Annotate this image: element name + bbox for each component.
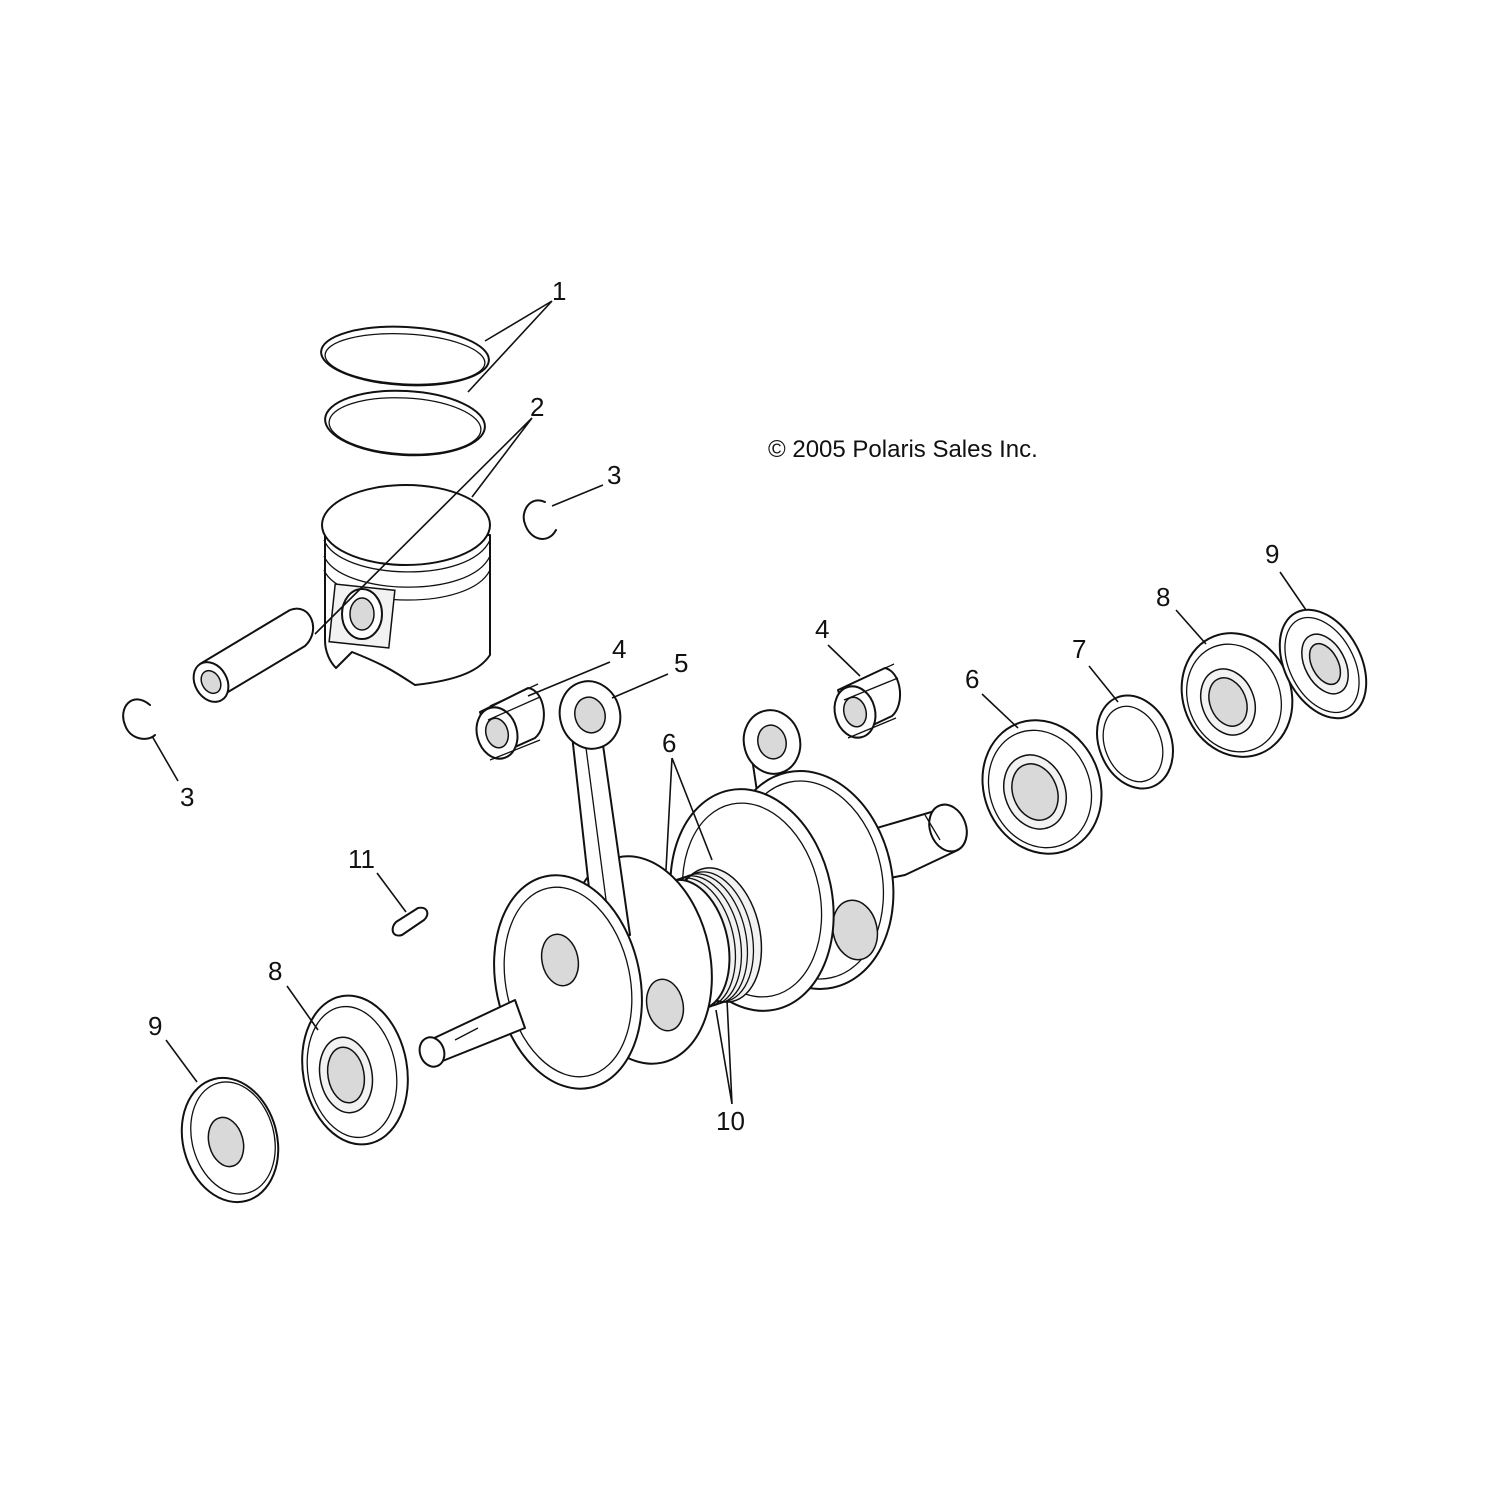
needle-bearing-left[interactable]	[471, 683, 545, 763]
main-bearing-right[interactable]	[963, 702, 1121, 872]
callout-9-right: 9	[1265, 539, 1279, 569]
callout-9-left: 9	[148, 1011, 162, 1041]
callout-10: 10	[716, 1106, 745, 1136]
piston-ring-lower[interactable]	[323, 387, 486, 459]
oil-seal-right[interactable]	[1262, 595, 1384, 733]
callout-5: 5	[674, 648, 688, 678]
spacer-ring[interactable]	[1084, 684, 1187, 800]
copyright-text: © 2005 Polaris Sales Inc.	[768, 436, 1038, 463]
bearing-right[interactable]	[1163, 616, 1310, 773]
callout-11: 11	[348, 844, 375, 874]
oil-seal-left[interactable]	[168, 1067, 291, 1213]
crankshaft-assembly[interactable]	[416, 674, 974, 1102]
callout-6-center: 6	[662, 728, 676, 758]
callout-2: 2	[530, 392, 544, 422]
callout-1: 1	[552, 276, 566, 306]
needle-bearing-right[interactable]	[829, 663, 902, 742]
bearing-left[interactable]	[291, 987, 419, 1153]
leader-lines	[151, 300, 1307, 1105]
woodruff-key[interactable]	[391, 906, 429, 937]
circlip-left[interactable]	[122, 698, 156, 740]
callout-8-left: 8	[268, 956, 282, 986]
circlip-right[interactable]	[522, 499, 557, 540]
callout-4-left: 4	[612, 634, 626, 664]
piston[interactable]	[321, 484, 491, 686]
callout-4-right: 4	[815, 614, 829, 644]
callout-3-left: 3	[180, 782, 194, 812]
wrist-pin[interactable]	[187, 607, 315, 709]
callout-7: 7	[1072, 634, 1086, 664]
callout-8-right: 8	[1156, 582, 1170, 612]
piston-ring-upper[interactable]	[320, 323, 491, 390]
callout-3-right: 3	[607, 460, 621, 490]
callout-6-right: 6	[965, 664, 979, 694]
callouts: 1 2 3 3 4 4 5 6 6 7 8 8 9 9 10 11	[148, 276, 1279, 1136]
connecting-rod-left[interactable]	[552, 674, 631, 943]
